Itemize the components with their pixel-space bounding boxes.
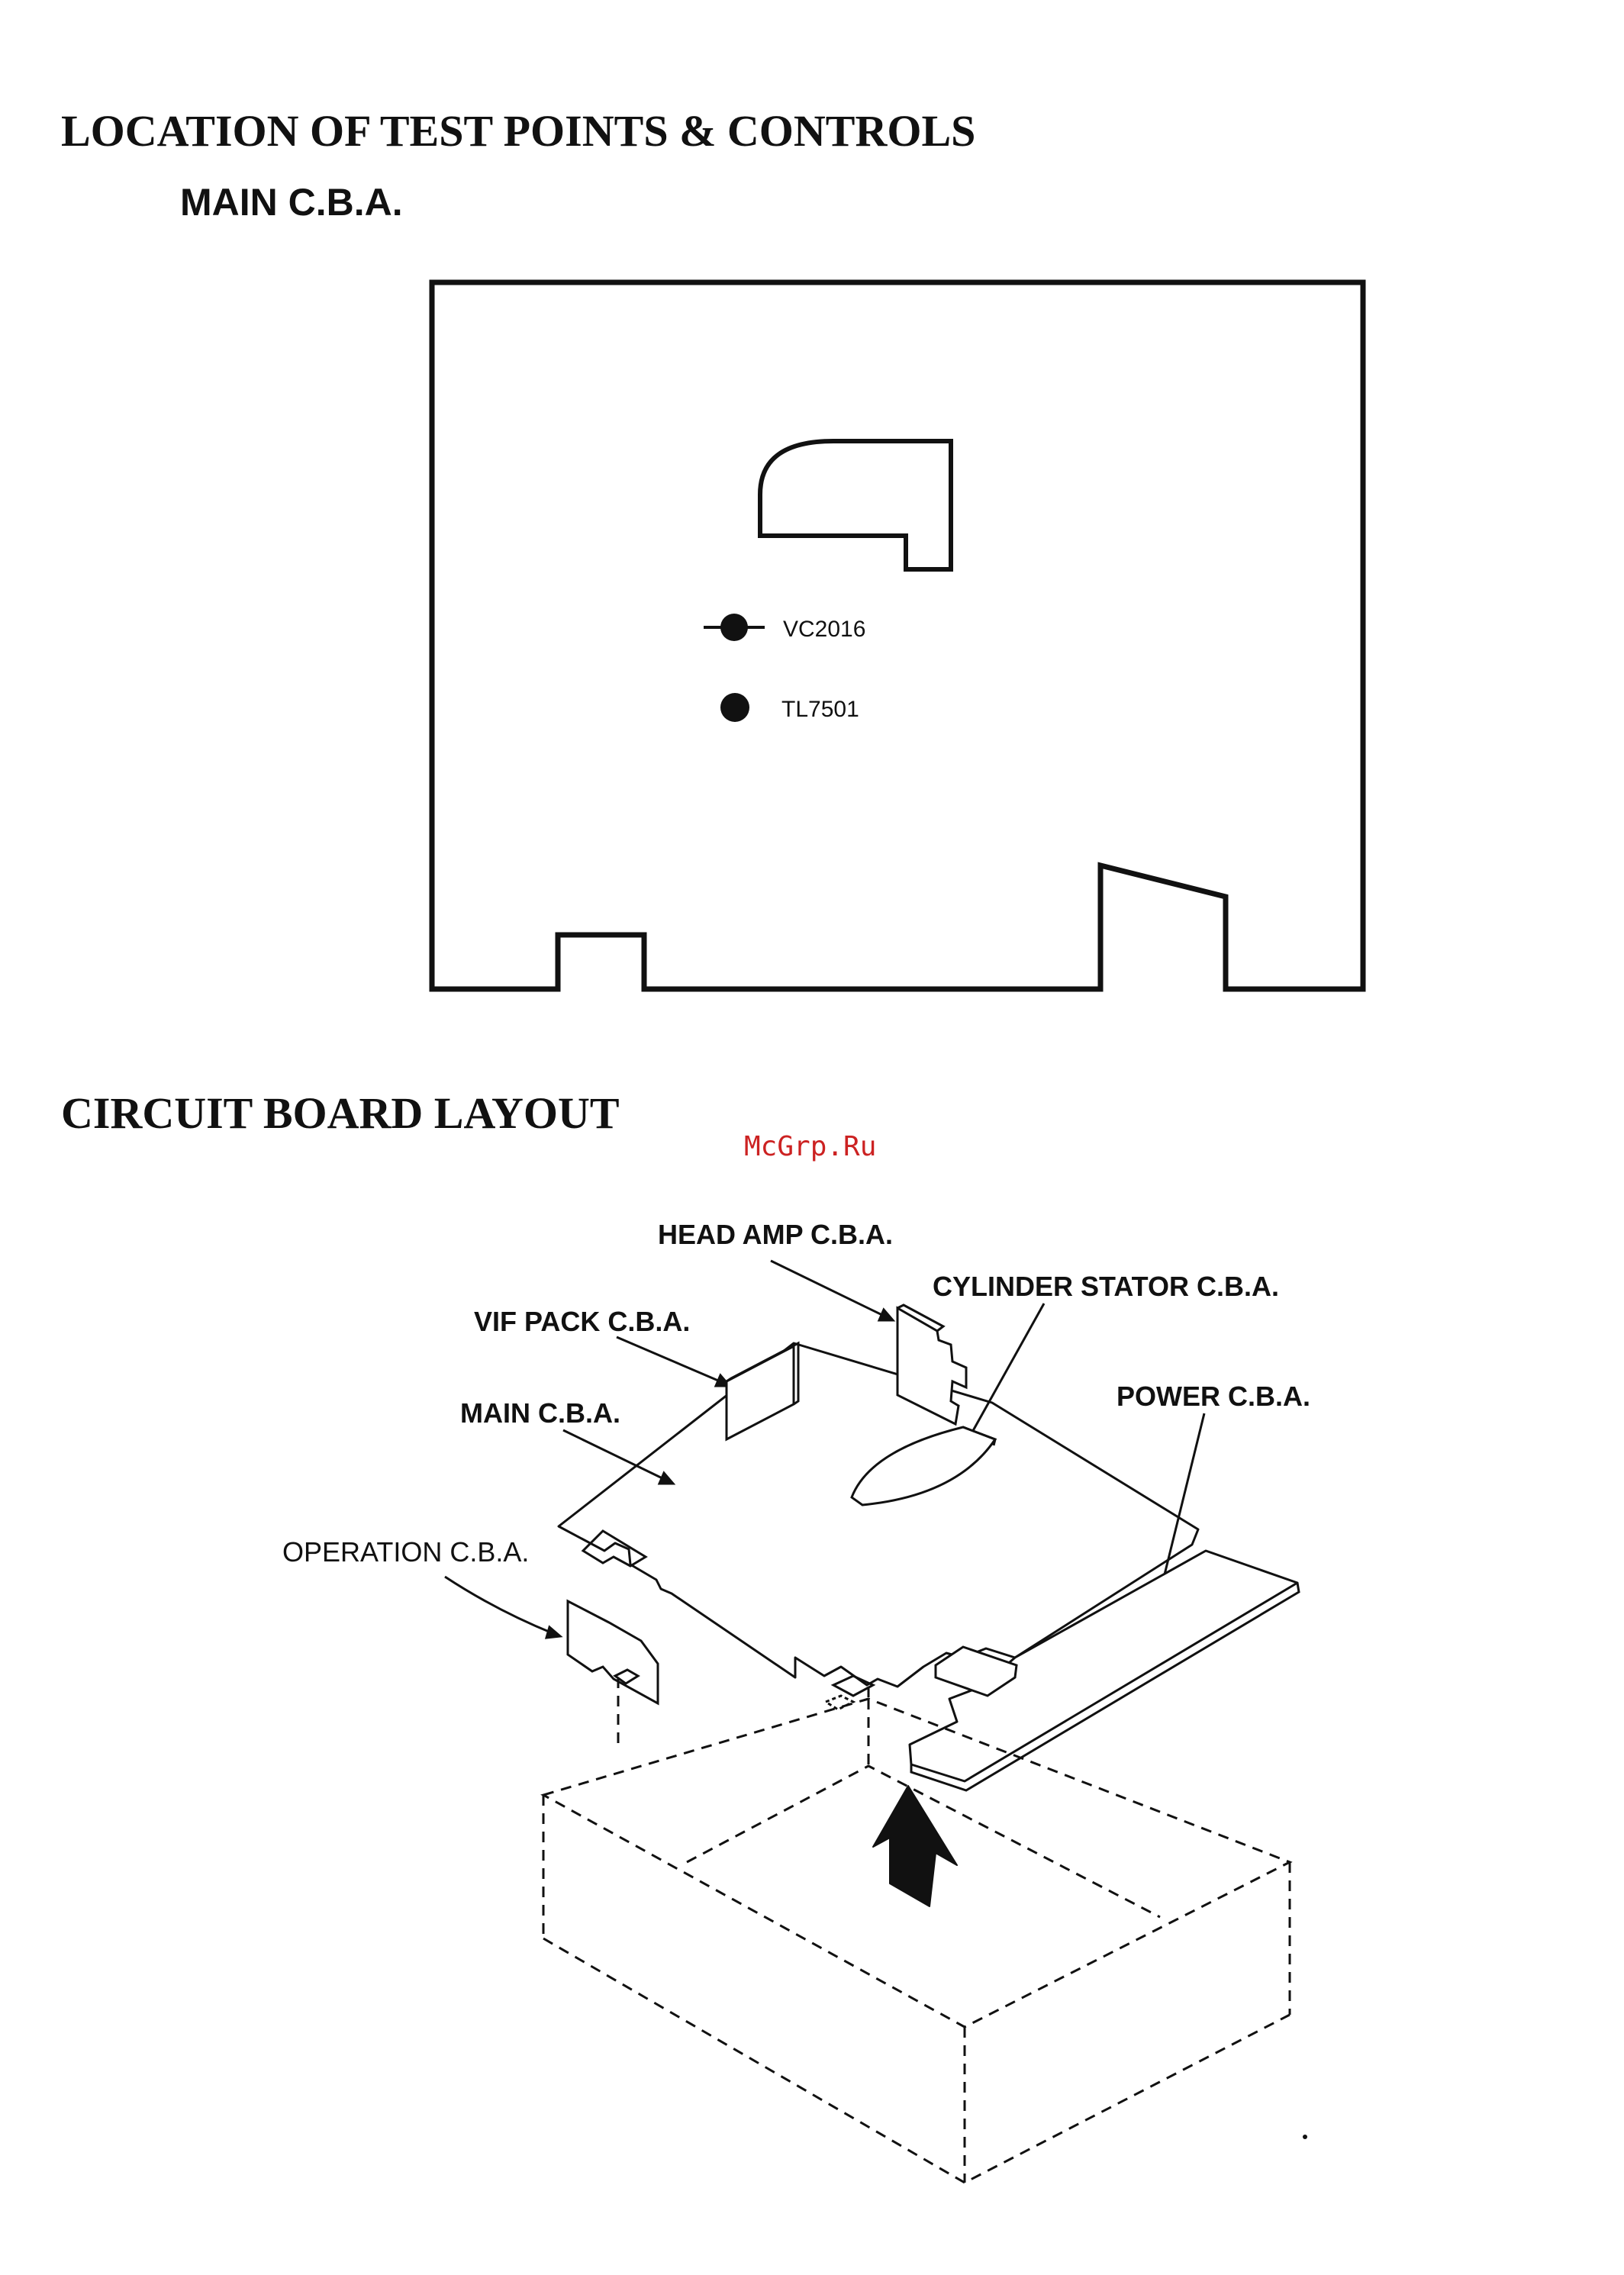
arrowhead-operation	[546, 1627, 560, 1638]
cylinder-stator-cba	[852, 1427, 995, 1505]
vif-pack-cba	[727, 1346, 794, 1439]
watermark: McGrp.Ru	[744, 1131, 876, 1162]
label-power: POWER C.B.A.	[1116, 1381, 1310, 1412]
arrowhead-main	[659, 1473, 673, 1484]
main-cba-notch	[583, 1531, 646, 1566]
operation-cba	[568, 1601, 658, 1703]
leader-vif	[617, 1337, 723, 1383]
insert-arrow	[873, 1786, 957, 1906]
label-operation: OPERATION C.B.A.	[282, 1536, 529, 1568]
connector-square-b	[826, 1696, 853, 1709]
chassis-bottom	[543, 1938, 1290, 2183]
label-cylinder-stator: CYLINDER STATOR C.B.A.	[933, 1271, 1279, 1302]
arrowhead-head-amp	[879, 1310, 893, 1320]
leader-operation	[445, 1577, 553, 1633]
head-amp-cba	[897, 1308, 966, 1424]
label-main: MAIN C.B.A.	[460, 1397, 620, 1429]
leader-cylinder	[971, 1303, 1044, 1435]
scan-speck	[1303, 2135, 1307, 2139]
label-head-amp: HEAD AMP C.B.A.	[658, 1219, 893, 1250]
leader-head-amp	[771, 1261, 887, 1317]
label-vif-pack: VIF PACK C.B.A.	[474, 1306, 690, 1337]
